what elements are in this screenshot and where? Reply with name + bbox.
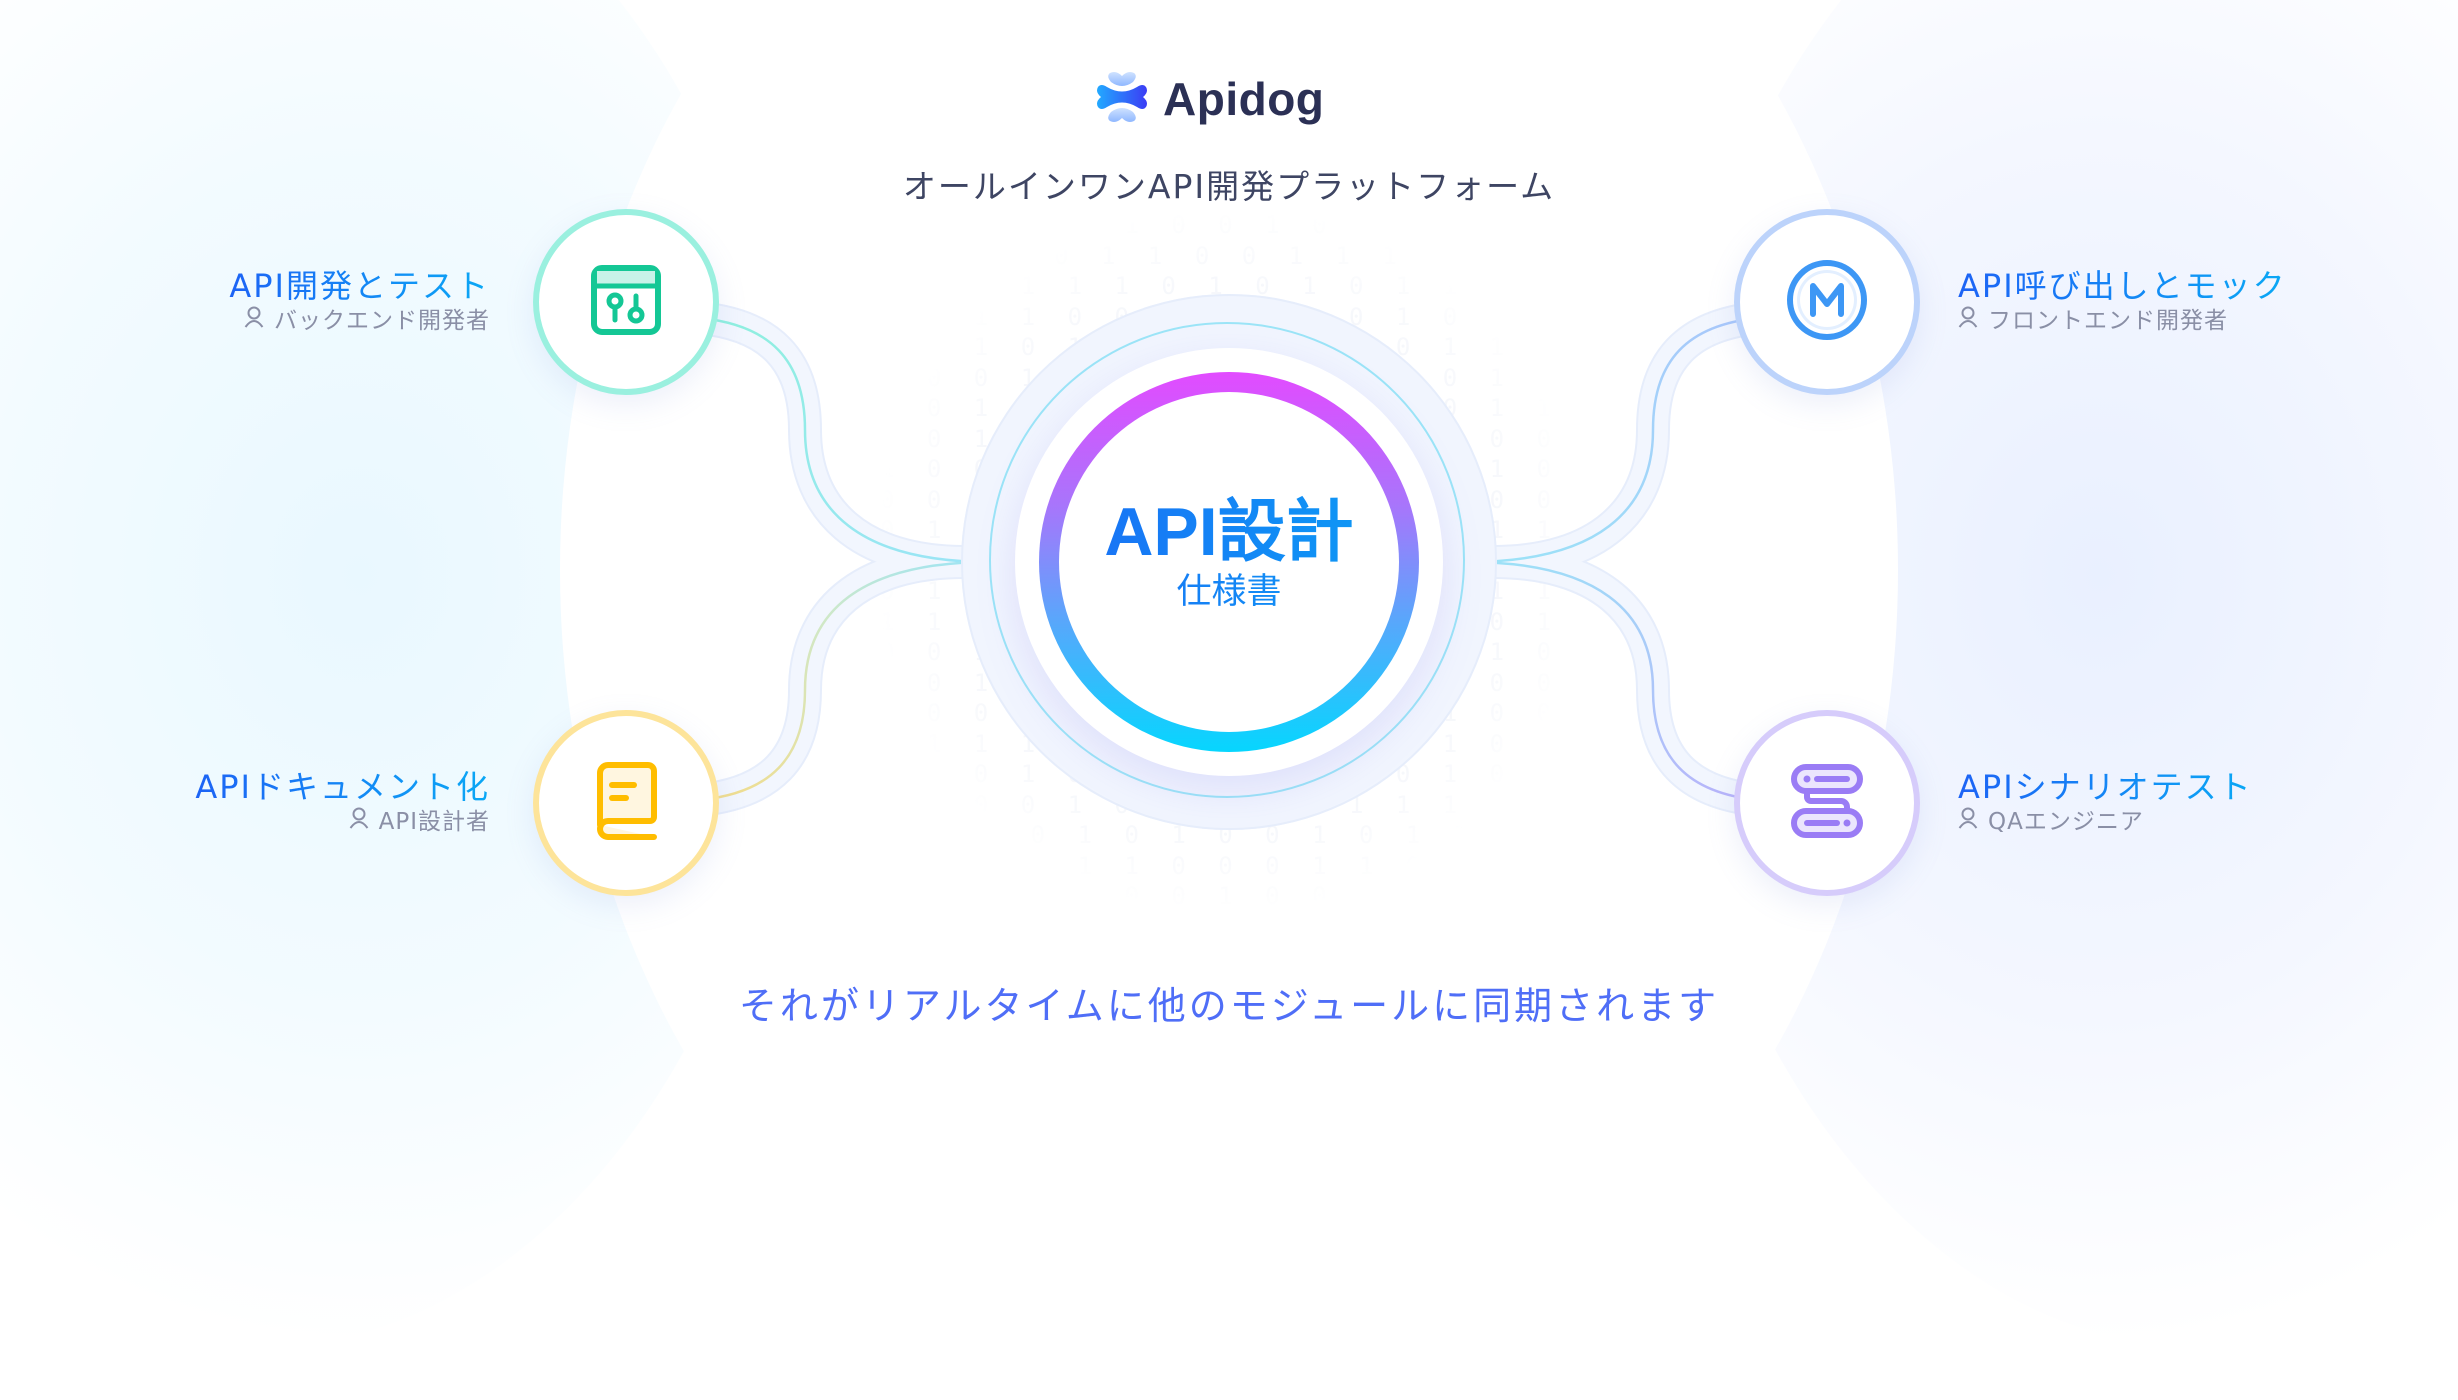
- sync-caption: それがリアルタイムに他のモジュールに同期されます: [738, 984, 1720, 1028]
- module-node-mock[interactable]: [1734, 209, 1920, 395]
- module-title: APIドキュメント化: [195, 768, 490, 806]
- module-node-scenario[interactable]: [1734, 710, 1920, 896]
- brand-logo[interactable]: Apidog: [1095, 72, 1324, 126]
- module-node-dev-test[interactable]: [533, 209, 719, 395]
- core-outer-line: [989, 322, 1465, 798]
- module-label-docs: APIドキュメント化 API設計者: [30, 767, 490, 837]
- connector-lines: [683, 301, 1775, 817]
- module-title: API開発とテスト: [229, 267, 490, 305]
- module-role: QAエンジニア: [1988, 809, 2144, 835]
- module-label-dev-test: API開発とテスト バックエンド開発者: [30, 266, 490, 336]
- book-icon: [590, 761, 662, 845]
- core-subtitle: 仕様書: [961, 571, 1497, 613]
- server-flow-icon: [1789, 763, 1865, 843]
- window-sliders-icon: [590, 264, 662, 340]
- tagline: オールインワンAPI開発プラットフォーム: [902, 167, 1556, 206]
- apidog-bone-logo-icon: [1095, 70, 1149, 128]
- module-role: バックエンド開発者: [274, 308, 490, 334]
- user-icon: [349, 807, 369, 837]
- module-label-mock: API呼び出しとモック フロントエンド開発者: [1958, 266, 2418, 336]
- core-gradient-ring: [1039, 372, 1419, 752]
- module-role: API設計者: [378, 809, 490, 835]
- module-title: APIシナリオテスト: [1958, 768, 2253, 806]
- user-icon: [1958, 306, 1978, 336]
- module-title: API呼び出しとモック: [1958, 267, 2287, 305]
- mock-m-circle-icon: [1785, 258, 1869, 346]
- brand-name: Apidog: [1163, 73, 1325, 125]
- module-role: フロントエンド開発者: [1988, 308, 2228, 334]
- user-icon: [1958, 807, 1978, 837]
- core-title: API設計: [961, 494, 1497, 570]
- core-api-design-hub[interactable]: API設計 仕様書: [961, 294, 1497, 830]
- user-icon: [244, 306, 264, 336]
- module-label-scenario: APIシナリオテスト QAエンジニア: [1958, 767, 2418, 837]
- module-node-docs[interactable]: [533, 710, 719, 896]
